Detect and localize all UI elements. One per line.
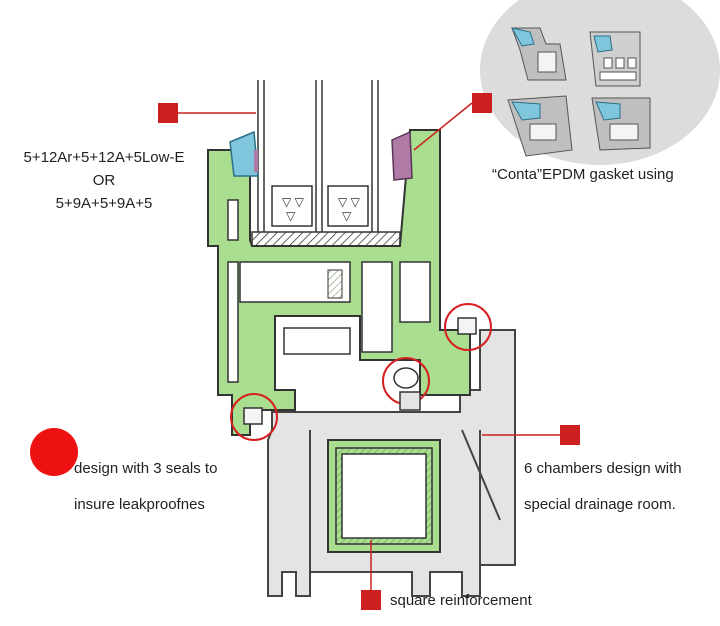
glazing-gaskets — [229, 130, 413, 181]
marker-glazing — [158, 103, 178, 123]
reinforcement-label: square reinforcement — [390, 592, 532, 609]
glass-spec-line1: 5+12Ar+5+12A+5Low-E — [23, 149, 185, 166]
marker-reinforcement — [361, 590, 381, 610]
gasket-icon-1 — [511, 27, 567, 81]
leader-lines — [178, 102, 560, 590]
svg-text:▽: ▽ — [342, 209, 352, 223]
marker-gasket — [472, 93, 492, 113]
seals-label-line2: insure leakproofnes — [74, 496, 205, 513]
glass-spec-label: 5+12Ar+5+12A+5Low-E OR 5+9A+5+9A+5 — [0, 146, 208, 215]
gasket-label: “Conta”EPDM gasket using — [492, 166, 674, 183]
chambers-label-line2: special drainage room. — [524, 496, 676, 513]
gasket-icon-4 — [591, 97, 651, 151]
seal-2 — [382, 357, 430, 411]
steel-reinforcement — [327, 439, 441, 553]
gasket-icon-2 — [589, 31, 641, 87]
svg-text:▽: ▽ — [286, 209, 296, 223]
chambers-label-line1: 6 chambers design with — [524, 460, 682, 477]
marker-chambers — [560, 425, 580, 445]
svg-text:▽ ▽: ▽ ▽ — [338, 195, 361, 209]
glass-spec-line3: 5+9A+5+9A+5 — [55, 195, 153, 212]
glazing-unit: ▽ ▽ ▽ ▽ ▽ ▽ — [257, 80, 379, 232]
seal-1 — [444, 303, 492, 351]
glass-spec-line2: OR — [92, 172, 116, 189]
seal-3 — [230, 393, 278, 441]
seals-label-line1: design with 3 seals to — [74, 460, 218, 477]
gasket-icon-3 — [507, 95, 573, 157]
gasket-inset — [480, 0, 720, 165]
setting-block — [251, 231, 401, 247]
svg-text:▽ ▽: ▽ ▽ — [282, 195, 305, 209]
seal-indicator-dot — [30, 428, 78, 476]
